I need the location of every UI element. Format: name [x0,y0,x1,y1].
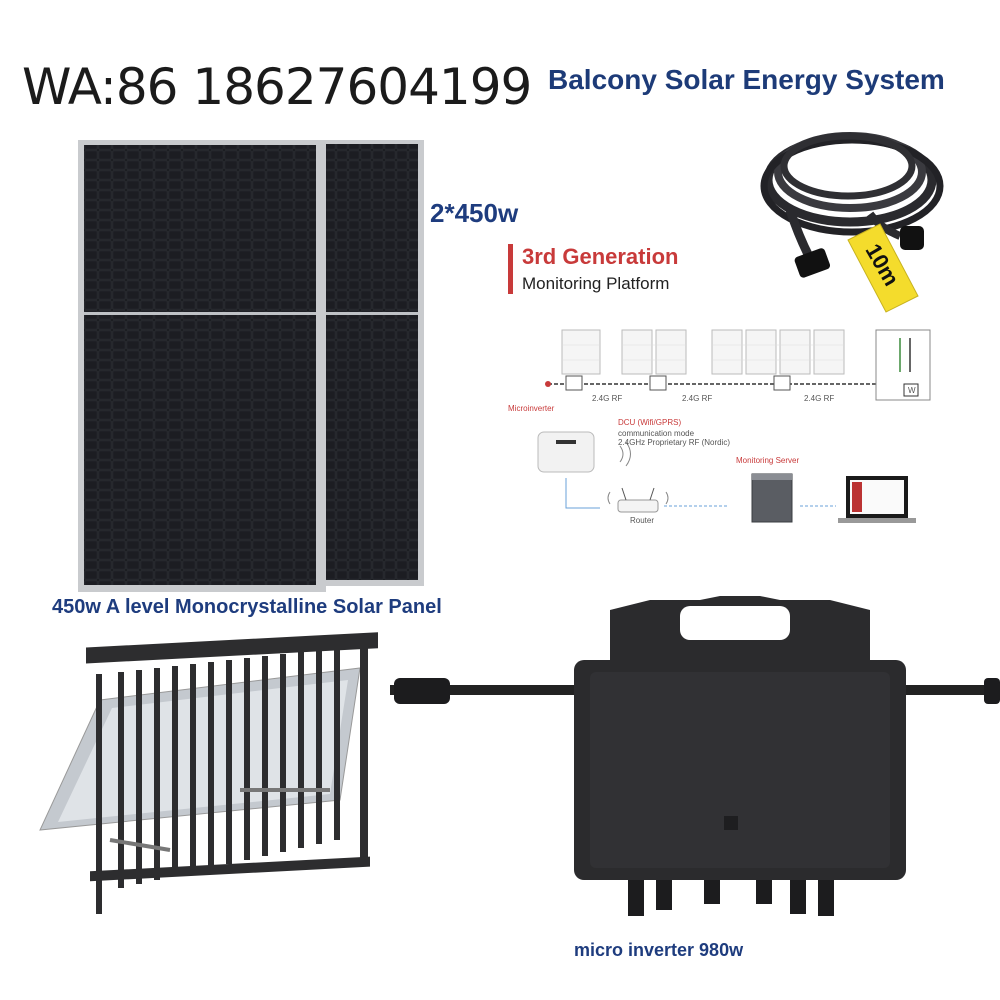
panel-quantity-label: 2*450w [430,198,519,228]
rf-label-1: 2.4G RF [592,394,623,403]
balcony-railing-illustration [39,632,378,914]
microinverter-label: Microinverter [508,404,555,413]
page-headline: Balcony Solar Energy System [548,64,945,95]
rf-label-3: 2.4G RF [804,394,835,403]
comm-mode-label: communication mode [618,429,695,438]
solar-panel-caption: 450w A level Monocrystalline Solar Panel [52,596,442,618]
solar-panel-front [78,140,326,592]
meter-label: W [908,386,916,395]
cable-coil-illustration [760,132,944,313]
contact-number: WA:86 18627604199 [22,58,532,116]
monitoring-subtitle: Monitoring Platform [522,274,670,293]
monitoring-title: 3rd Generation [522,244,679,269]
inverter-caption: micro inverter 980w [574,940,744,960]
server-label: Monitoring Server [736,456,800,465]
router-label: Router [630,516,655,525]
solar-panel-rear [318,140,424,586]
rf-label-2: 2.4G RF [682,394,713,403]
micro-inverter-illustration [390,596,1000,916]
monitoring-diagram [537,329,931,523]
title-accent-bar [508,244,513,294]
dcu-label: DCU (Wifi/GPRS) [618,418,682,427]
comm-detail-label: 2.4GHz Proprietary RF (Nordic) [618,438,731,447]
